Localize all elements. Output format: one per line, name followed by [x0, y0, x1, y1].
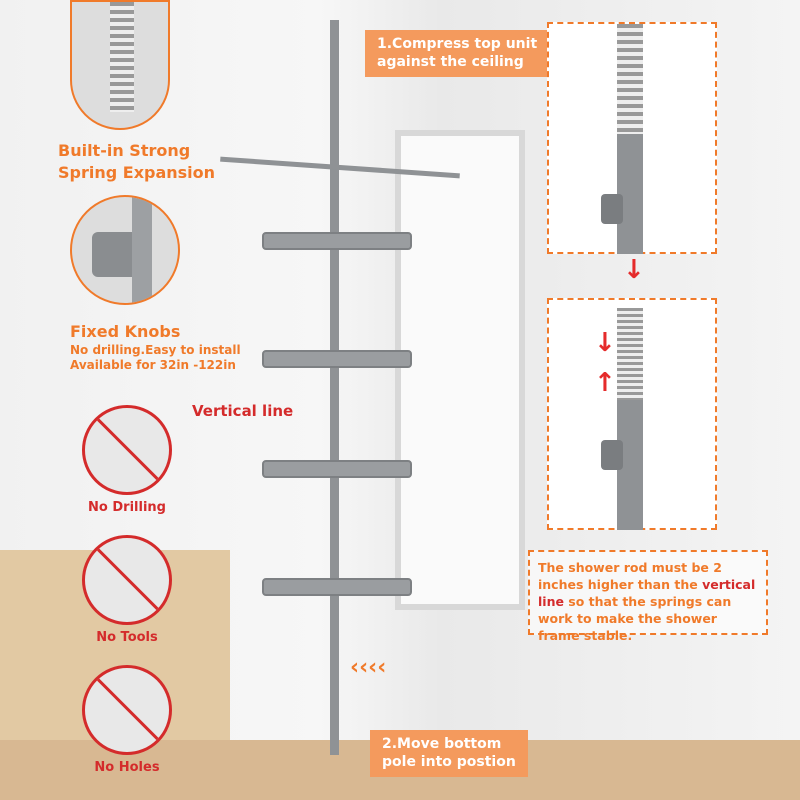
before-compress-panel: [547, 22, 717, 254]
no-holes-icon: [82, 665, 172, 755]
label-line: against the ceiling: [377, 53, 524, 70]
note-box: The shower rod must be 2 inches higher t…: [528, 550, 768, 643]
down-arrow-icon: ↓: [623, 255, 645, 285]
spring-icon: [110, 2, 134, 112]
shelf: [262, 578, 412, 596]
compress-up-arrow-icon: ↑: [594, 368, 616, 398]
shelf: [262, 232, 412, 250]
spring-closeup: [70, 0, 170, 130]
note-text: so that the springs can work to make the…: [538, 593, 732, 643]
spring-label: Built-in Strong Spring Expansion: [58, 140, 215, 185]
note-highlight: vertical line: [538, 576, 756, 609]
label-line: pole into postion: [382, 753, 516, 770]
left-arrows-icon: ‹‹‹‹: [350, 655, 387, 680]
knobs-info: Fixed Knobs No drilling.Easy to install …: [70, 322, 241, 374]
move-bottom-label: 2.Move bottom pole into postion: [370, 730, 528, 777]
label-line: 1.Compress top unit: [377, 36, 538, 52]
knobs-line: No drilling.Easy to install: [70, 342, 241, 357]
window: [395, 130, 525, 610]
vertical-line-label: Vertical line: [192, 402, 294, 420]
no-holes-label: No Holes: [94, 760, 160, 775]
spring-icon: [617, 24, 643, 134]
label-line: 2.Move bottom: [382, 736, 502, 752]
knob-icon: [601, 440, 623, 470]
caddy-pole: [330, 20, 339, 755]
shelf: [262, 460, 412, 478]
pole-icon: [132, 197, 152, 303]
after-compress-panel: ↓ ↑: [547, 298, 717, 530]
knobs-line: Available for 32in -122in: [70, 358, 236, 373]
no-tools-icon: [82, 535, 172, 625]
note-text: The shower rod must be 2 inches higher t…: [538, 560, 722, 592]
no-drilling-icon: [82, 405, 172, 495]
no-drilling-label: No Drilling: [88, 500, 166, 515]
spring-line: Spring Expansion: [58, 163, 216, 183]
no-tools-label: No Tools: [96, 630, 158, 645]
compress-top-label: 1.Compress top unit against the ceiling: [365, 30, 550, 77]
spring-line: Built-in Strong: [58, 141, 191, 160]
compress-down-arrow-icon: ↓: [594, 328, 616, 358]
knob-closeup: [70, 195, 180, 305]
knobs-title: Fixed Knobs: [70, 322, 181, 341]
knob-icon: [601, 194, 623, 224]
spring-icon: [617, 308, 643, 403]
shelf: [262, 350, 412, 368]
